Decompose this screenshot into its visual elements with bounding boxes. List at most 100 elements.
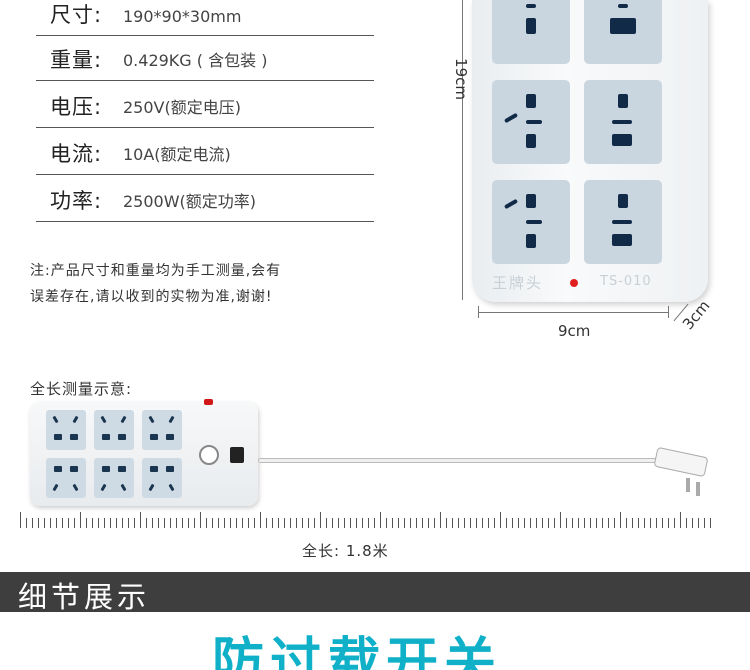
ruler-tick <box>236 518 237 528</box>
spec-value: 0.429KG ( 含包装 ) <box>123 51 268 70</box>
ruler-tick <box>338 518 339 528</box>
ruler-tick <box>506 518 507 528</box>
indicator-light <box>570 279 578 287</box>
spec-value: 190*90*30mm <box>123 7 242 26</box>
plug-pin <box>686 478 690 492</box>
spec-value: 250V(额定电压) <box>123 98 241 117</box>
ruler-tick <box>170 518 171 528</box>
ruler-tick <box>146 518 147 528</box>
ruler-tick <box>566 518 567 528</box>
ruler-tick <box>536 518 537 528</box>
ruler-tick <box>428 518 429 528</box>
ruler-tick <box>212 518 213 528</box>
socket <box>142 410 182 450</box>
ruler-tick <box>224 518 225 528</box>
ruler-tick <box>290 518 291 528</box>
spec-label: 功率: <box>50 189 103 213</box>
power-switch <box>199 445 219 465</box>
ruler-tick <box>128 518 129 528</box>
ruler-tick <box>500 512 501 528</box>
ruler-tick <box>650 518 651 528</box>
ruler-tick <box>116 518 117 528</box>
power-strip-front-image <box>472 0 708 302</box>
model-watermark: TS-010 <box>600 274 652 289</box>
ruler-tick <box>662 518 663 528</box>
power-cable <box>258 458 658 463</box>
ruler-tick <box>638 518 639 528</box>
ruler-tick <box>158 518 159 528</box>
ruler-tick <box>386 518 387 528</box>
total-length-label: 全长: 1.8米 <box>302 542 389 560</box>
ruler-tick <box>296 518 297 528</box>
ruler-tick <box>458 518 459 528</box>
socket <box>492 180 570 264</box>
ruler-tick <box>512 518 513 528</box>
ruler-tick <box>350 518 351 528</box>
socket <box>46 458 86 498</box>
power-strip-full-image <box>30 402 258 506</box>
ruler-tick <box>698 518 699 528</box>
ruler-tick <box>614 518 615 528</box>
ruler-tick <box>260 512 261 528</box>
spec-label: 电流: <box>50 142 103 166</box>
ruler-tick <box>98 518 99 528</box>
width-dimension-label: 9cm <box>558 322 591 340</box>
ruler-tick <box>524 518 525 528</box>
ruler-tick <box>20 512 21 528</box>
ruler-tick <box>626 518 627 528</box>
ruler-tick <box>266 518 267 528</box>
ruler-tick <box>680 512 681 528</box>
ruler-tick <box>530 518 531 528</box>
ruler-tick <box>326 518 327 528</box>
ruler-tick <box>122 518 123 528</box>
ruler-tick <box>518 518 519 528</box>
ruler-tick <box>302 518 303 528</box>
socket <box>94 410 134 450</box>
plug-head <box>653 446 709 478</box>
ruler-tick <box>494 518 495 528</box>
ruler-tick <box>590 518 591 528</box>
ruler-tick <box>332 518 333 528</box>
ruler-tick <box>44 518 45 528</box>
width-tick-left <box>478 306 479 318</box>
ruler-tick <box>434 518 435 528</box>
socket <box>584 180 662 264</box>
spec-label: 尺寸: <box>50 3 103 27</box>
ruler-tick <box>704 518 705 528</box>
ruler-tick <box>344 518 345 528</box>
ruler-tick <box>182 518 183 528</box>
ruler-tick <box>176 518 177 528</box>
socket <box>584 80 662 164</box>
spec-row-weight: 重量: 0.429KG ( 含包装 ) <box>36 34 374 81</box>
ruler-tick <box>416 518 417 528</box>
ruler-tick <box>560 512 561 528</box>
ruler-tick <box>404 518 405 528</box>
ruler-tick <box>68 518 69 528</box>
note-line: 注:产品尺寸和重量均为手工测量,会有 <box>30 263 282 279</box>
socket <box>584 0 662 64</box>
ruler-tick <box>656 518 657 528</box>
ruler-tick <box>548 518 549 528</box>
length-section-title: 全长测量示意: <box>30 380 133 398</box>
spec-value: 2500W(额定功率) <box>123 192 257 211</box>
ruler-tick <box>254 518 255 528</box>
ruler-tick <box>410 518 411 528</box>
ruler-tick <box>692 518 693 528</box>
ruler-tick <box>374 518 375 528</box>
ruler-tick <box>206 518 207 528</box>
ruler-tick <box>398 518 399 528</box>
width-dimension-line <box>478 312 668 313</box>
brand-watermark: 王牌头 <box>492 274 544 292</box>
ruler-tick <box>320 512 321 528</box>
spec-label: 电压: <box>50 95 103 119</box>
ruler-tick <box>308 518 309 528</box>
ruler-tick <box>542 518 543 528</box>
spec-row-power: 功率: 2500W(额定功率) <box>36 175 374 222</box>
ruler-tick <box>104 518 105 528</box>
ruler-tick <box>632 518 633 528</box>
ruler-tick <box>86 518 87 528</box>
spec-row-current: 电流: 10A(额定电流) <box>36 128 374 175</box>
ruler-tick <box>242 518 243 528</box>
ruler-tick <box>710 518 711 528</box>
ruler-tick <box>164 518 165 528</box>
